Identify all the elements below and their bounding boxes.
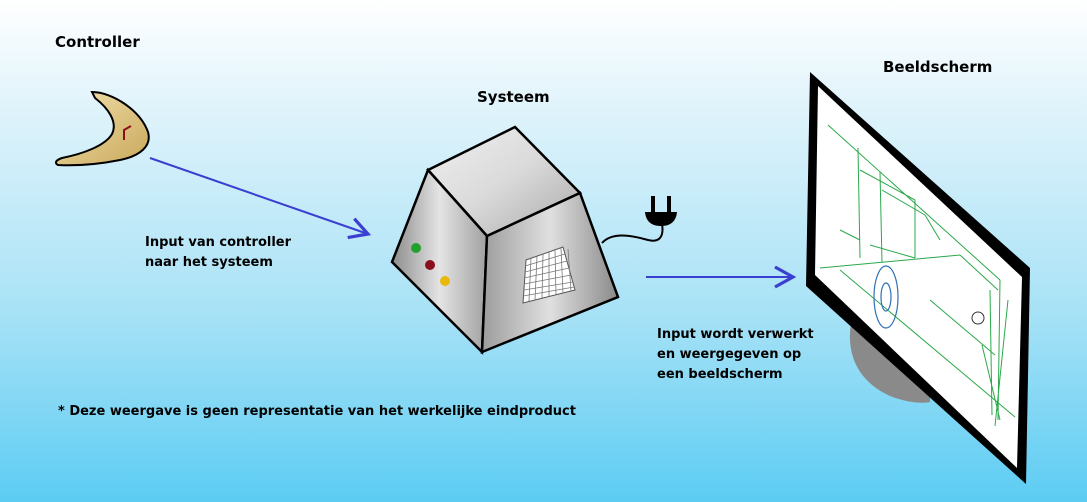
- system-label: Systeem: [477, 88, 550, 106]
- power-plug-icon: [601, 196, 677, 244]
- disclaimer: * Deze weergave is geen representatie va…: [58, 404, 576, 419]
- processed-note-line-3: een beeldscherm: [657, 367, 783, 382]
- led-green: [411, 243, 421, 253]
- processed-note-line-2: en weergegeven op: [657, 347, 802, 362]
- input-note-line-1: Input van controller: [145, 235, 292, 250]
- screen-smiley: [971, 311, 985, 325]
- vent-grill: [522, 246, 576, 304]
- led-red: [425, 260, 435, 270]
- screen-ring-outer: [873, 265, 899, 329]
- input-note: Input van controller naar het systeem: [145, 233, 291, 273]
- screen-ring-inner: [880, 282, 892, 312]
- monitor-icon: [806, 72, 1030, 484]
- controller-label: Controller: [55, 33, 140, 51]
- console-box-icon: [390, 125, 620, 355]
- led-yellow: [440, 276, 450, 286]
- screen-label: Beeldscherm: [883, 58, 993, 76]
- controller-icon: [54, 90, 150, 167]
- screen-wireframe: [819, 124, 1016, 427]
- arrow-controller-to-system: [149, 157, 372, 240]
- processed-note: Input wordt verwerkt en weergegeven op e…: [657, 325, 814, 385]
- input-note-line-2: naar het systeem: [145, 255, 273, 270]
- processed-note-line-1: Input wordt verwerkt: [657, 327, 814, 342]
